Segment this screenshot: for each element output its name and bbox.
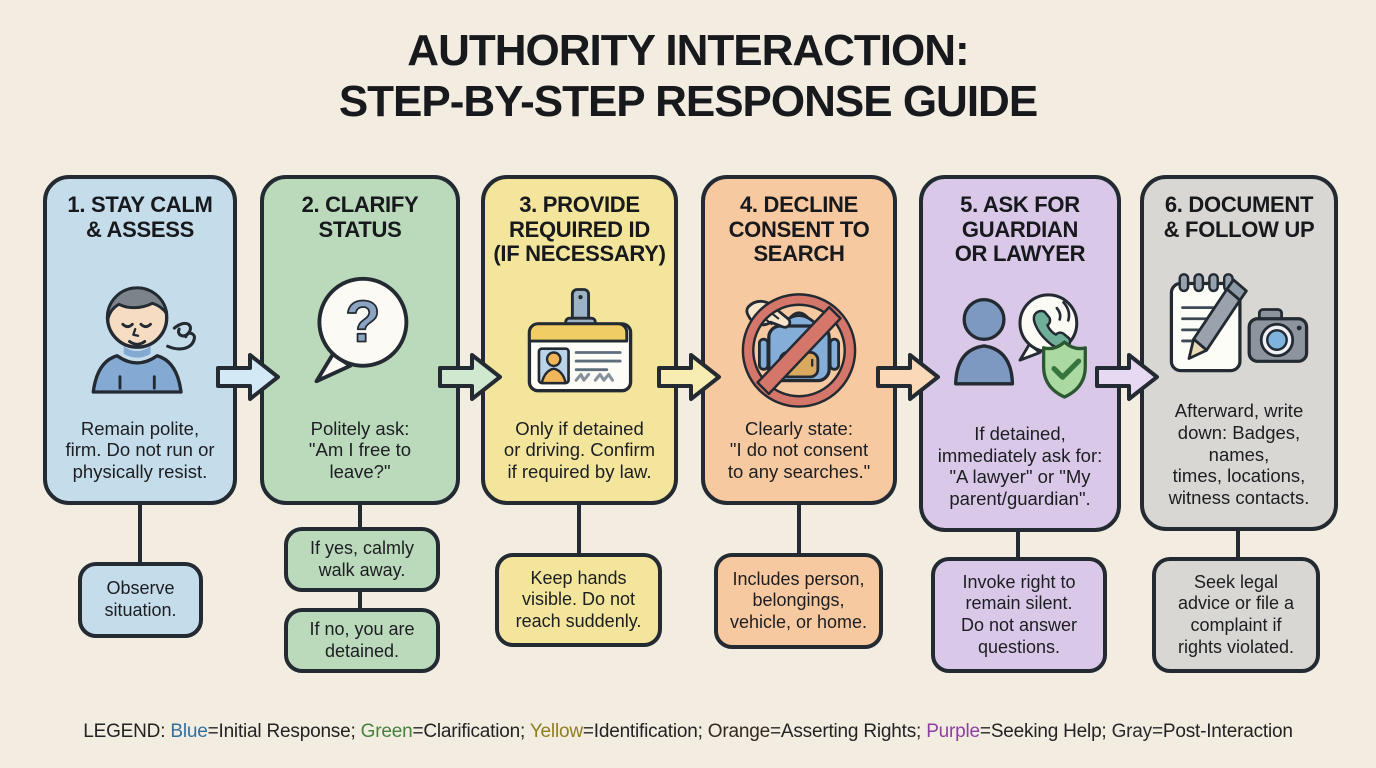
legend-desc-orange: =Asserting Rights; [769,721,927,742]
arrow-right-icon-5 [1095,353,1159,401]
person-phone-shield-icon [950,267,1090,423]
page-title: AUTHORITY INTERACTION: STEP-BY-STEP RESP… [0,26,1376,127]
question-speech-bubble-icon: ? [302,242,418,417]
connector-line-2a [358,503,362,527]
sub-box-keep-hands-visible: Keep hands visible. Do not reach suddenl… [495,553,662,647]
arrow-right-icon-4 [876,353,940,401]
step-4-title: 4. DECLINE CONSENT TO SEARCH [728,192,870,267]
connector-line-4 [797,503,801,553]
legend-desc-purple: =Seeking Help; [979,721,1112,742]
legend-label-orange: Orange [707,721,770,742]
legend-desc-gray: =Post-Interaction [1151,721,1293,742]
step-2-body: Politely ask: "Am I free to leave?" [308,417,412,483]
sub-box-includes-person: Includes person, belongings, vehicle, or… [714,553,883,649]
step-card-5-ask-guardian-lawyer: 5. ASK FOR GUARDIAN OR LAWYER If detaine… [919,175,1121,532]
page-title-line1: AUTHORITY INTERACTION: [407,26,969,75]
step-6-body: Afterward, write down: Badges, names, ti… [1168,399,1310,509]
legend: LEGEND: Blue=Initial Response; Green=Cla… [0,721,1376,743]
connector-line-6 [1236,529,1240,557]
id-badge-icon [517,267,643,418]
legend-label-green: Green [360,721,413,742]
calm-person-breathing-icon [78,242,202,417]
connector-line-2b [358,590,362,608]
legend-desc-blue: =Initial Response; [207,721,361,742]
sub-box-seek-legal-advice: Seek legal advice or file a complaint if… [1152,557,1320,673]
connector-line-1 [138,503,142,562]
sub-box-observe-situation: Observe situation. [78,562,203,638]
step-2-title: 2. CLARIFY STATUS [301,192,419,242]
step-5-body: If detained, immediately ask for: "A law… [937,422,1103,510]
step-6-title: 6. DOCUMENT & FOLLOW UP [1163,192,1315,242]
no-backpack-search-icon [733,267,865,418]
sub-box-if-yes-walk-away: If yes, calmly walk away. [284,527,440,592]
step-card-4-decline-search: 4. DECLINE CONSENT TO SEARCH [701,175,897,505]
step-1-title: 1. STAY CALM & ASSESS [67,192,213,242]
connector-line-5 [1016,530,1020,557]
step-3-title: 3. PROVIDE REQUIRED ID (IF NECESSARY) [493,192,666,267]
page-title-line2: STEP-BY-STEP RESPONSE GUIDE [338,76,1038,126]
step-4-body: Clearly state: "I do not consent to any … [727,417,871,483]
step-card-1-stay-calm: 1. STAY CALM & ASSESS Remain poli [43,175,237,505]
connector-line-3 [577,503,581,553]
step-1-body: Remain polite, firm. Do not run or physi… [65,417,215,483]
step-card-3-provide-id: 3. PROVIDE REQUIRED ID (IF NECESSARY) On… [481,175,678,505]
legend-label-blue: Blue [170,721,208,742]
step-3-body: Only if detained or driving. Confirm if … [503,417,656,483]
step-card-2-clarify-status: 2. CLARIFY STATUS ? Politely ask: "Am I … [260,175,460,505]
legend-desc-green: =Clarification; [412,721,530,742]
legend-label-yellow: Yellow [529,721,583,742]
legend-prefix: LEGEND: [83,721,171,742]
legend-label-purple: Purple [926,721,980,742]
legend-label-gray: Gray [1111,721,1153,742]
notepad-pen-camera-icon [1164,242,1314,400]
arrow-right-icon-2 [438,353,502,401]
step-card-6-document-follow-up: 6. DOCUMENT & FOLLOW UP [1140,175,1338,531]
arrow-right-icon-1 [216,353,280,401]
sub-box-invoke-right-silent: Invoke right to remain silent. Do not an… [931,557,1107,673]
arrow-right-icon-3 [657,353,721,401]
step-5-title: 5. ASK FOR GUARDIAN OR LAWYER [954,192,1086,267]
sub-box-if-no-detained: If no, you are detained. [284,608,440,673]
legend-desc-yellow: =Identification; [582,721,708,742]
svg-text:?: ? [345,289,380,354]
